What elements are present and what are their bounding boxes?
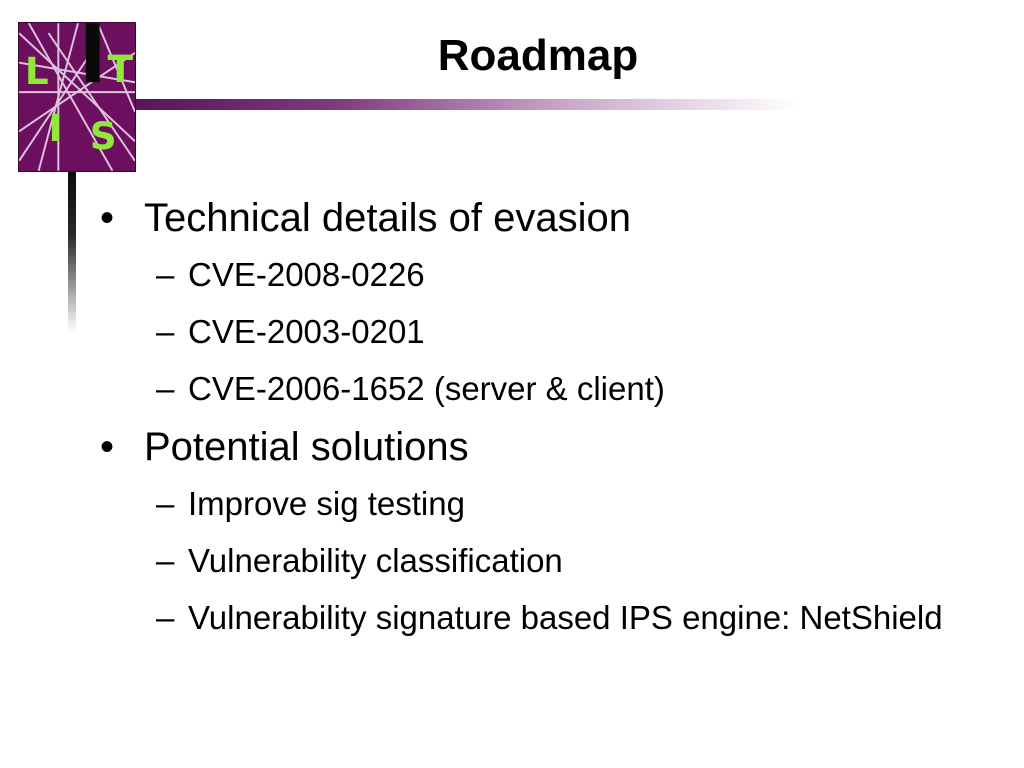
- svg-text:T: T: [107, 47, 133, 91]
- dash-marker: –: [156, 370, 175, 407]
- dash-marker: –: [156, 313, 175, 350]
- sub-item: – CVE-2003-0201: [100, 309, 980, 355]
- svg-text:S: S: [90, 114, 117, 158]
- sub-item: – CVE-2006-1652 (server & client): [100, 366, 980, 412]
- logo-graphic: L T I S: [19, 23, 135, 171]
- logo: L T I S: [18, 22, 136, 172]
- bullet-item: • Technical details of evasion: [100, 194, 980, 242]
- dash-marker: –: [156, 599, 175, 636]
- slide-content: • Technical details of evasion – CVE-200…: [100, 194, 980, 641]
- dash-marker: –: [156, 485, 175, 522]
- vertical-accent-bar: [68, 172, 76, 332]
- sub-item: – Improve sig testing: [100, 481, 980, 527]
- bullet-text: Potential solutions: [144, 425, 469, 469]
- bullet-marker: •: [100, 425, 115, 469]
- bullet-item: • Potential solutions: [100, 423, 980, 471]
- dash-marker: –: [156, 256, 175, 293]
- slide-title: Roadmap: [437, 31, 639, 80]
- sub-item: – Vulnerability classification: [100, 538, 980, 584]
- bullet-group-1: • Technical details of evasion – CVE-200…: [100, 194, 980, 412]
- sub-item-text: CVE-2006-1652 (server & client): [188, 370, 665, 407]
- sub-item-text: CVE-2008-0226: [188, 256, 425, 293]
- sub-item-text: Improve sig testing: [188, 485, 465, 522]
- sub-item-text: Vulnerability signature based IPS engine…: [188, 599, 943, 636]
- horizontal-accent-bar: [136, 99, 796, 110]
- svg-text:L: L: [25, 49, 49, 93]
- sub-item: – CVE-2008-0226: [100, 252, 980, 298]
- bullet-text: Technical details of evasion: [144, 196, 631, 240]
- sub-item-text: CVE-2003-0201: [188, 313, 425, 350]
- bullet-marker: •: [100, 196, 115, 240]
- sub-item-text: Vulnerability classification: [188, 542, 563, 579]
- svg-text:I: I: [48, 106, 62, 150]
- bullet-group-2: • Potential solutions – Improve sig test…: [100, 423, 980, 641]
- sub-item: – Vulnerability signature based IPS engi…: [100, 595, 980, 641]
- dash-marker: –: [156, 542, 175, 579]
